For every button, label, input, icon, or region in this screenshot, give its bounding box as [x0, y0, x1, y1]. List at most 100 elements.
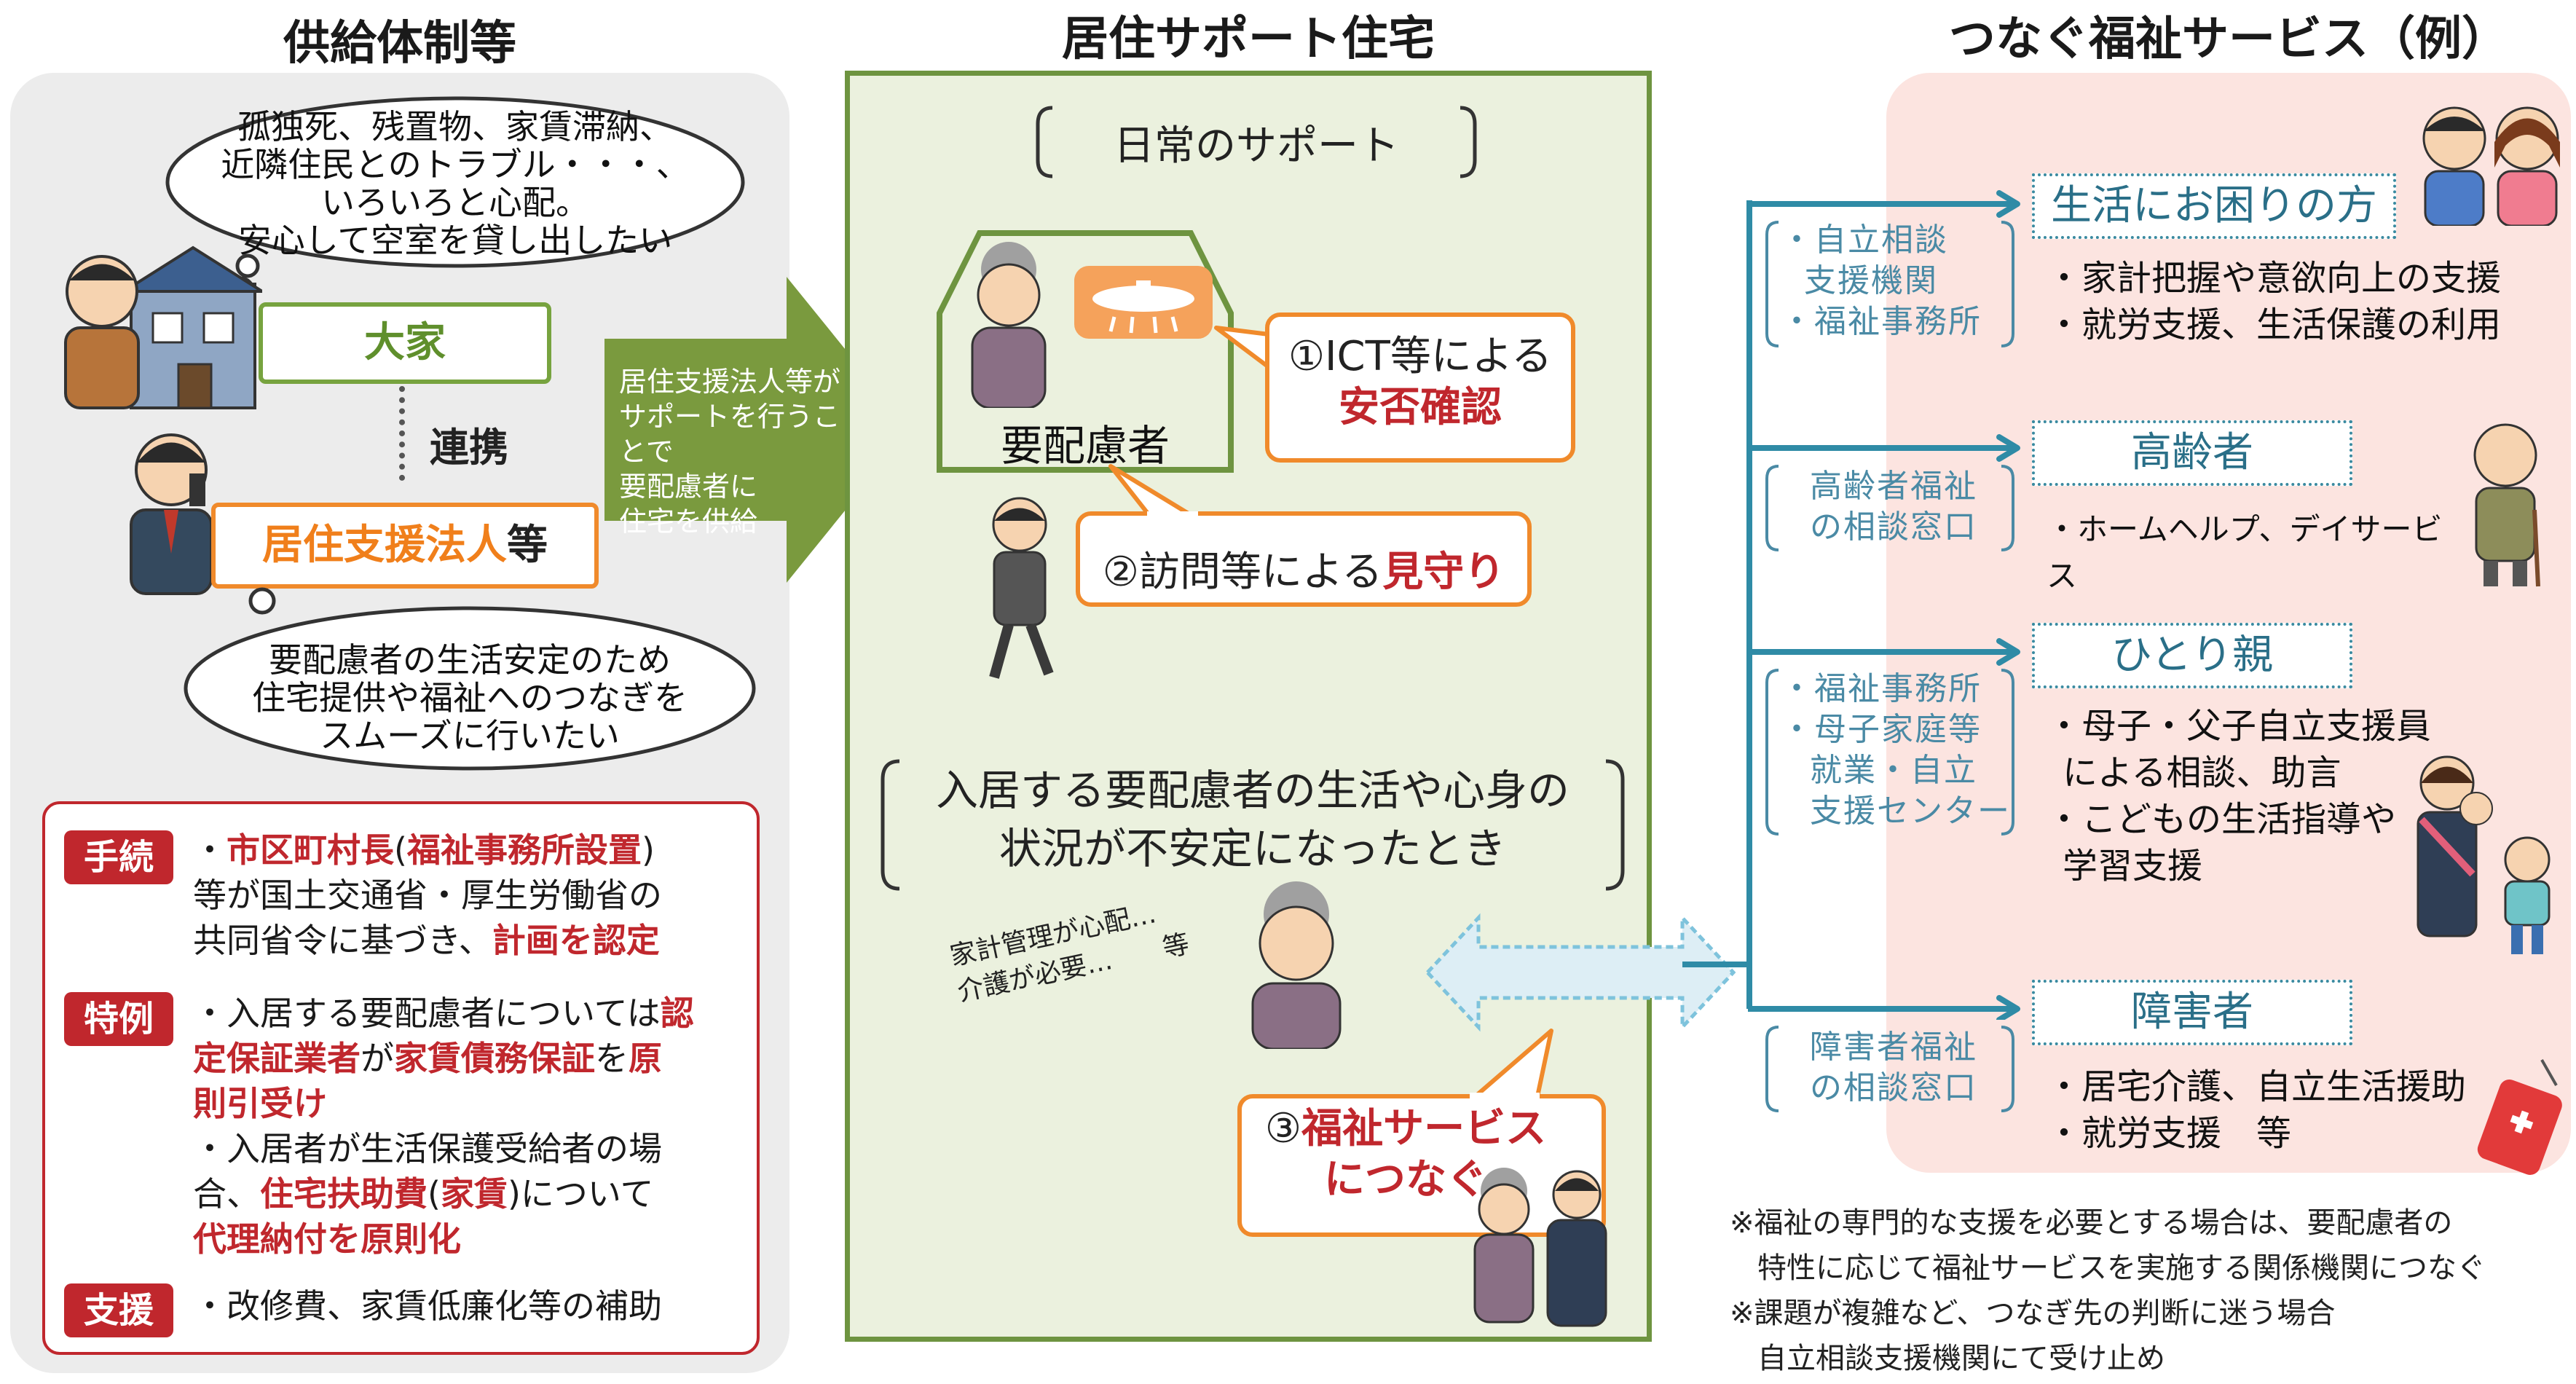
note-line: 自立相談支援機関にて受け止め [1757, 1342, 2165, 1375]
target-box-single-parent: ひとり親 [2032, 623, 2352, 688]
text-segment: 共同省令に基づき、 [193, 921, 492, 960]
welfare-prefix: ③ [1264, 1105, 1302, 1152]
text-segment: を [595, 1039, 629, 1078]
text-segment: ・入居者が生活保護受給者の場 [193, 1129, 662, 1168]
agency-line: 就業・自立 [1810, 752, 1977, 789]
connector-trunk [1746, 200, 1752, 1009]
text-segment: ・改修費、家賃低廉化等の補助 [193, 1286, 662, 1326]
procedure-text: ・市区町村長(福祉事務所設置)等が国土交通省・厚生労働省の共同省令に基づき、計画… [193, 827, 754, 963]
ict-check-text: ①ICT等による 安否確認 [1271, 331, 1569, 433]
connector-stub [1682, 962, 1752, 967]
highlight-segment: 代理納付を原則化 [193, 1219, 461, 1259]
service-item: ・こどもの生活指導や [2047, 799, 2397, 840]
agency-row3: ・福祉事務所 ・母子家庭等 就業・自立 支援センター [1781, 669, 2014, 832]
support-corp-wish-text: 要配慮者の生活安定のため 住宅提供や福祉へのつなぎを スムーズに行いたい [211, 641, 728, 755]
landlord-label: 大家 [259, 302, 551, 384]
highlight-segment: 家賃債務保証 [394, 1039, 595, 1078]
arrow-line: 要配慮者に [619, 471, 758, 503]
ict-sensor-icon [1074, 266, 1213, 339]
daily-support-label: 日常のサポート [1114, 122, 1399, 170]
text-segment: 等が国土交通省・厚生労働省の [193, 876, 662, 915]
procedures-frame [42, 801, 760, 1355]
visit-prefix: ②訪問等による [1102, 549, 1383, 596]
landlord-illustration [64, 245, 262, 409]
highlight-segment: 福祉事務所設置 [406, 830, 642, 870]
support-corporation-suffix: 等 [507, 522, 548, 569]
agency-line: ・福祉事務所 [1781, 303, 1982, 340]
ict-speech-bubble [1214, 312, 1575, 463]
supply-arrow-text: 居住支援法人等が サポートを行うことで 要配慮者に 住宅を供給 [619, 364, 859, 539]
branch-arrows [1748, 190, 2020, 1020]
arrow-line: 居住支援法人等が [619, 366, 841, 398]
elderly-resident-illustration [971, 242, 1047, 408]
highlight-segment: 住宅扶助費 [260, 1174, 428, 1214]
text-segment: 合、 [193, 1174, 260, 1214]
service-item: ・母子・父子自立支援員 [2047, 706, 2432, 747]
text-segment: ) [641, 830, 655, 870]
ict-line1: ①ICT等による [1288, 333, 1553, 380]
services-needy: ・家計把握や意欲向上の支援 ・就労支援、生活保護の利用 [2047, 255, 2556, 348]
agency-line: 高齢者福祉 [1810, 468, 1977, 505]
text-segment: ・ [193, 830, 227, 870]
procedure-line: ・入居者が生活保護受給者の場 [193, 1126, 754, 1171]
target-box-disabled: 障害者 [2032, 980, 2352, 1045]
unstable-line1: 入居する要配慮者の生活や心身の [935, 766, 1569, 815]
ict-line2: 安否確認 [1339, 384, 1502, 431]
text-segment: が [361, 1039, 394, 1078]
text-segment: ( [428, 1174, 441, 1214]
agency-line: 支援機関 [1804, 262, 1938, 299]
highlight-segment: 原 [629, 1039, 662, 1078]
agency-bracket-2 [1765, 465, 2014, 551]
agency-line: の相談窓口 [1810, 508, 1977, 546]
cloud2-line: スムーズに行いたい [320, 716, 620, 755]
target-box-elderly: 高齢者 [2032, 420, 2352, 486]
supply-arrow [604, 277, 910, 583]
parent-child-illustration [2417, 755, 2551, 954]
arrow-line: サポートを行うことで [619, 401, 841, 468]
note-line: ※課題が複雑など、つなぎ先の判断に迷う場合 [1730, 1297, 2336, 1330]
agency-bracket-4 [1765, 1026, 2014, 1112]
agency-line: ・福祉事務所 [1781, 670, 1982, 707]
link-dotted-line [399, 386, 405, 481]
unstable-line2: 状況が不安定になったとき [999, 824, 1506, 873]
support-corporation-label: 居住支援法人等 [211, 503, 599, 589]
visit-speech-bubble [1076, 464, 1532, 607]
welfare-connect-text: ③福祉サービス につなぐ [1245, 1104, 1566, 1206]
daily-support-brackets [1036, 106, 1477, 178]
cloud1-line: 近隣住民とのトラブル・・・、 [221, 145, 690, 184]
highlight-segment: 家賃 [440, 1174, 508, 1214]
services-elderly: ・ホームヘルプ、デイサービス [2047, 506, 2454, 599]
text-segment: )について [507, 1174, 654, 1214]
right-column-title: つなぐ福祉サービス（例） [1949, 12, 2508, 66]
unstable-brackets [881, 759, 1625, 891]
bidirectional-arrow [1425, 913, 1736, 1032]
middle-column-title: 居住サポート住宅 [1062, 12, 1435, 66]
service-item: ・家計把握や意欲向上の支援 [2047, 258, 2502, 299]
agency-line: 支援センター [1810, 793, 2011, 830]
agency-bracket-1 [1765, 221, 2014, 347]
elderly-man-illustration [2473, 423, 2540, 587]
assistance-tag: 支援 [64, 1283, 173, 1337]
assistance-text: ・改修費、家賃低廉化等の補助 [193, 1283, 754, 1329]
landlord-worry-text: 孤独死、残置物、家賃滞納、 近隣住民とのトラブル・・・、 いろいろと心配。 安心… [197, 108, 714, 259]
procedure-line: 代理納付を原則化 [193, 1216, 754, 1262]
procedure-line: ・市区町村長(福祉事務所設置) [193, 827, 754, 873]
help-mark-icon [2477, 1059, 2562, 1175]
agency-row1: ・自立相談 支援機関 ・福祉事務所 [1781, 220, 2014, 342]
thought-cloud-landlord [165, 96, 745, 278]
procedure-tag: 手続 [64, 830, 173, 884]
welfare-line2: につなぐ [1324, 1156, 1487, 1203]
support-corporation-name: 居住支援法人 [262, 522, 507, 569]
agency-line: ・母子家庭等 [1781, 711, 1982, 748]
text-segment: ・入居する要配慮者については [193, 994, 661, 1033]
procedure-line: ・改修費、家賃低廉化等の補助 [193, 1283, 754, 1329]
service-item: ・居宅介護、自立生活援助 [2047, 1066, 2467, 1107]
highlight-segment: 計画を認定 [492, 921, 660, 960]
special-case-tag: 特例 [64, 992, 173, 1046]
special-case-text: ・入居する要配慮者については認定保証業者が家賃債務保証を原則引受け・入居者が生活… [193, 991, 754, 1262]
services-single-parent: ・母子・父子自立支援員 による相談、助言 ・こどもの生活指導や 学習支援 [2047, 703, 2433, 889]
procedure-line: 定保証業者が家賃債務保証を原 [193, 1036, 754, 1081]
cloud2-line: 要配慮者の生活安定のため [269, 640, 671, 680]
visit-keyword: 見守り [1382, 549, 1505, 596]
agency-row4: 障害者福祉 の相談窓口 [1777, 1027, 2010, 1109]
